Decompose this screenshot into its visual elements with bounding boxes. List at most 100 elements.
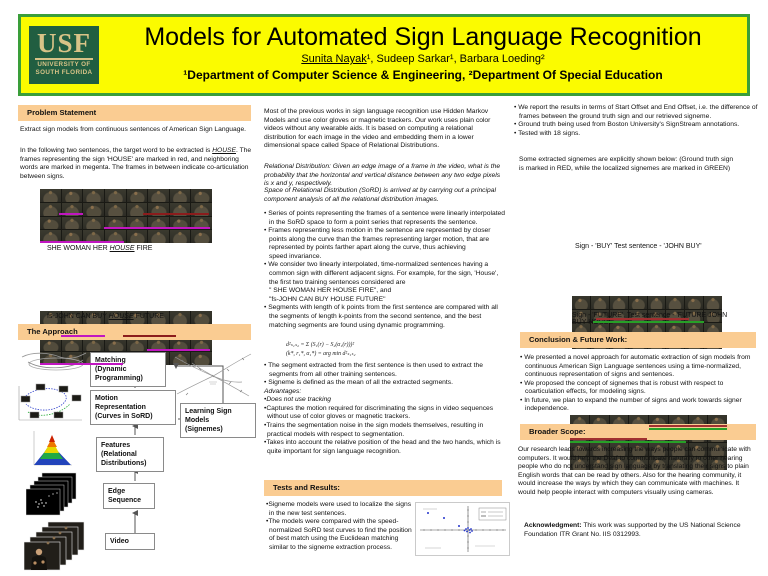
dynamic-programming-equations: d²ₛ₁ₛ₂ = Σ (S₁(r) − S₂(α₁(r)))² (k*, r₁*… <box>286 341 466 358</box>
video-frame-thumbnail <box>688 443 708 456</box>
video-frame-thumbnail <box>148 216 169 230</box>
usf-logo-acronym: USF <box>35 28 93 60</box>
video-frame-thumbnail <box>40 338 61 352</box>
video-frame-thumbnail <box>629 443 648 456</box>
video-frame-thumbnail <box>126 202 148 216</box>
equation-2: (k*, r₁*, α₁*) = arg min d²ₛ₁ₛ₂ <box>286 350 356 357</box>
video-frame-thumbnail <box>61 230 83 243</box>
video-frame-thumbnail <box>708 443 727 456</box>
report-bullet: • We report the results in terms of Star… <box>514 104 758 120</box>
video-frame-thumbnail <box>61 202 83 216</box>
red-line <box>596 317 689 320</box>
video-frame-thumbnail <box>169 311 191 324</box>
video-frame-thumbnail <box>666 296 685 309</box>
method-bullet: • Signeme is defined as the mean of all … <box>264 379 453 387</box>
video-frame-thumbnail <box>83 189 104 202</box>
flow-box-edge-sequence: Edge Sequence <box>103 483 155 510</box>
sentence-frames-figure-1 <box>40 189 212 243</box>
red-line <box>143 213 209 215</box>
flow-box-matching: Matching (Dynamic Programming) <box>90 352 166 388</box>
video-frame-thumbnail <box>40 189 61 202</box>
video-frame-thumbnail <box>126 189 148 202</box>
video-frame-thumbnail <box>191 338 212 352</box>
video-frame-thumbnail <box>104 338 126 352</box>
video-frame-thumbnail <box>590 296 609 309</box>
video-frame-thumbnail <box>148 338 169 352</box>
video-frame-thumbnail <box>191 189 212 202</box>
advantage-item: •Trains the segmentation noise in the si… <box>264 422 484 438</box>
problem-paragraph-2: In the following two sentences, the targ… <box>20 147 252 180</box>
red-line <box>122 335 176 337</box>
green-line <box>570 440 687 443</box>
video-frame-thumbnail <box>191 352 212 365</box>
figure-caption-1: SHE WOMAN HER HOUSE FIRE <box>47 245 153 252</box>
results-bullets: • The segment extracted from the first s… <box>264 362 509 456</box>
signeme-curves-figure <box>174 353 252 397</box>
signemes-note: Some extracted signemes are explicitly s… <box>519 156 734 172</box>
green-line <box>593 320 704 323</box>
video-frame-thumbnail <box>191 216 212 230</box>
video-frame-thumbnail <box>126 338 148 352</box>
video-frame-thumbnail <box>609 443 629 456</box>
figure-caption-2: fs-JOHN CAN BUY HOUSE FUTURE <box>47 313 164 320</box>
video-frame-thumbnail <box>649 457 668 470</box>
video-frame-thumbnail <box>83 216 104 230</box>
video-frame-thumbnail <box>629 457 648 470</box>
header-banner: USF UNIVERSITY OF SOUTH FLORIDA Models f… <box>18 14 750 96</box>
offset-scatter-plot-figure <box>415 502 510 556</box>
video-frames-figure <box>24 521 85 571</box>
video-frame-thumbnail <box>589 457 609 470</box>
usf-logo-line1: UNIVERSITY OF <box>37 61 91 68</box>
video-frame-thumbnail <box>685 309 704 322</box>
flow-box-learning-sign-models: Learning Sign Models (Signemes) <box>180 403 256 439</box>
future-figure-caption: Sign - 'FUTURE', Test sentence - 'FUTURE… <box>572 312 728 326</box>
red-line <box>570 437 647 440</box>
video-frame-thumbnail <box>83 338 104 352</box>
video-frame-thumbnail <box>40 216 61 230</box>
method-bullets: • Series of points representing the fram… <box>264 210 507 330</box>
curve-sketch-figure <box>21 352 87 371</box>
video-frame-thumbnail <box>688 457 708 470</box>
advantage-item: •Takes into account the relative positio… <box>264 439 501 455</box>
video-frame-thumbnail <box>61 338 83 352</box>
author-sunita-nayak: Sunita Nayak <box>301 53 367 65</box>
video-frame-thumbnail <box>169 352 191 365</box>
flow-box-video: Video <box>105 533 155 551</box>
conclusion-bullets: • We presented a novel approach for auto… <box>520 354 760 414</box>
tests-bullet: •Signeme models were used to localize th… <box>266 501 412 517</box>
video-frame-thumbnail <box>104 189 126 202</box>
intro-paragraph: Most of the previous works in sign langu… <box>264 108 491 150</box>
video-frame-thumbnail <box>148 311 169 324</box>
problem-statement-header: Problem Statement <box>18 105 251 121</box>
video-frame-thumbnail <box>104 202 126 216</box>
house-keyword: HOUSE <box>212 147 236 154</box>
advantages-label: Advantages: <box>264 387 302 395</box>
video-frame-thumbnail <box>126 311 148 324</box>
video-frame-thumbnail <box>647 296 666 309</box>
video-frame-thumbnail <box>148 230 169 243</box>
poster-title: Models for Automated Sign Language Recog… <box>144 23 702 51</box>
video-frame-thumbnail <box>40 202 61 216</box>
video-frame-thumbnail <box>61 189 83 202</box>
authors-rest: ¹, Sudeep Sarkar¹, Barbara Loeding² <box>366 53 545 65</box>
relational-distribution-definition: Relational Distribution: Given an edge i… <box>264 163 501 188</box>
video-frame-thumbnail <box>609 296 628 309</box>
conclusion-bullet: • We proposed the concept of signemes th… <box>520 379 724 396</box>
video-frame-thumbnail <box>126 216 148 230</box>
report-bullet: • Tested with 18 signs. <box>514 129 581 137</box>
magenta-line <box>103 226 211 229</box>
green-line <box>648 427 727 430</box>
video-frame-thumbnail <box>169 338 191 352</box>
video-frame-thumbnail <box>649 443 668 456</box>
video-frame-thumbnail <box>169 230 191 243</box>
surface-plot-figure <box>33 431 72 466</box>
video-frame-thumbnail <box>40 311 61 324</box>
method-bullet: • Frames representing less motion in the… <box>264 227 491 260</box>
video-frame-thumbnail <box>191 202 212 216</box>
conclusion-header: Conclusion & Future Work: <box>520 332 756 348</box>
method-bullet: • The segment extracted from the first s… <box>264 362 483 378</box>
video-frame-thumbnail <box>570 443 589 456</box>
video-frame-thumbnail <box>570 457 589 470</box>
authors-line: Sunita Nayak¹, Sudeep Sarkar¹, Barbara L… <box>107 53 739 65</box>
video-frame-thumbnail <box>126 230 148 243</box>
